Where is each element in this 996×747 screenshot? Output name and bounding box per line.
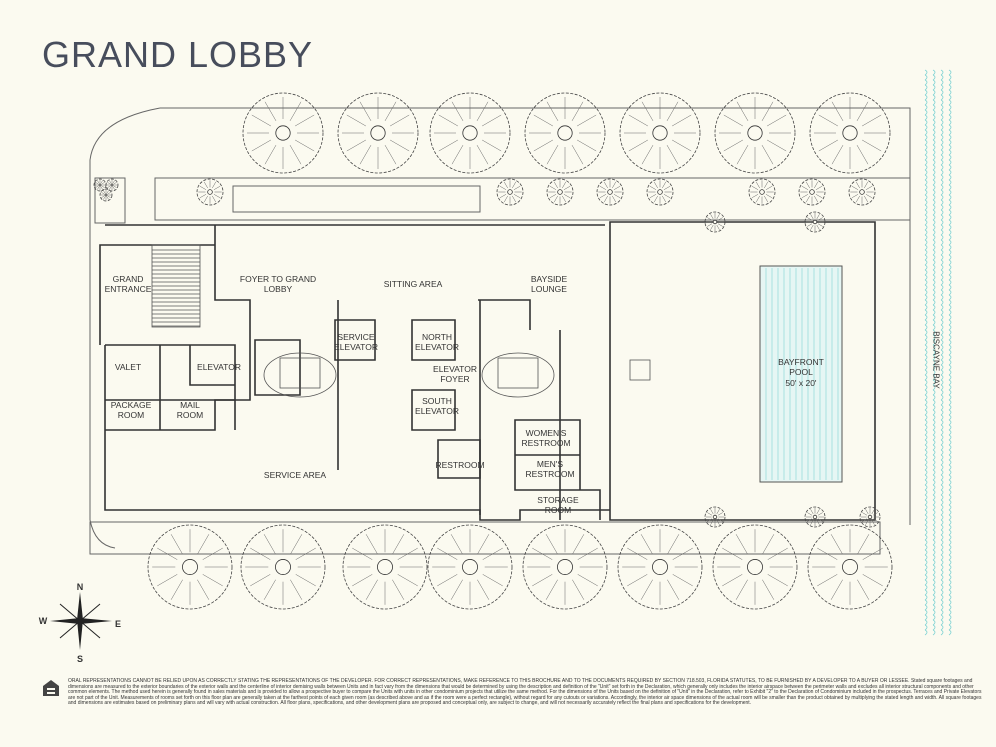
tree-icon bbox=[105, 178, 119, 192]
tree-icon bbox=[546, 178, 574, 206]
tree-icon bbox=[196, 178, 224, 206]
pool-lanes bbox=[765, 268, 839, 480]
tree-icon bbox=[809, 92, 891, 174]
tree-icon bbox=[496, 178, 524, 206]
label-service-area: SERVICE AREA bbox=[263, 470, 327, 480]
label-service-elevator: SERVICE ELEVATOR bbox=[334, 332, 378, 352]
building-walls bbox=[99, 221, 876, 521]
tree-icon bbox=[804, 506, 826, 528]
tree-icon bbox=[704, 506, 726, 528]
legal-disclaimer: ORAL REPRESENTATIONS CANNOT BE RELIED UP… bbox=[68, 678, 982, 707]
compass-west: W bbox=[38, 616, 48, 626]
compass-south: S bbox=[76, 654, 84, 664]
tree-icon bbox=[522, 524, 608, 610]
tree-icon bbox=[427, 524, 513, 610]
label-storage-room: STORAGE ROOM bbox=[537, 495, 579, 515]
tree-icon bbox=[93, 178, 107, 192]
label-elevator-foyer: ELEVATOR FOYER bbox=[433, 364, 477, 384]
label-restroom: RESTROOM bbox=[435, 460, 485, 470]
label-sitting-area: SITTING AREA bbox=[383, 279, 443, 289]
tree-icon bbox=[147, 524, 233, 610]
tree-icon bbox=[859, 506, 881, 528]
tree-icon bbox=[798, 178, 826, 206]
tree-icon bbox=[99, 188, 113, 202]
label-elevator: ELEVATOR bbox=[197, 362, 241, 372]
tree-icon bbox=[342, 524, 428, 610]
tree-icon bbox=[617, 524, 703, 610]
tree-icon bbox=[704, 211, 726, 233]
compass-north: N bbox=[76, 582, 84, 592]
label-north-elevator: NORTH ELEVATOR bbox=[415, 332, 459, 352]
label-biscayne-bay: BISCAYNE BAY bbox=[931, 331, 941, 389]
label-bayside-lounge: BAYSIDE LOUNGE bbox=[530, 274, 568, 294]
compass-east: E bbox=[114, 619, 122, 629]
south-planter bbox=[89, 521, 881, 555]
tree-icon bbox=[337, 92, 419, 174]
label-pool-size: 50' x 20' bbox=[785, 378, 817, 388]
trees bbox=[93, 92, 893, 610]
label-mens-restroom: MEN'S RESTROOM bbox=[525, 459, 575, 479]
label-package-room: PACKAGE ROOM bbox=[110, 400, 152, 420]
tree-icon bbox=[619, 92, 701, 174]
bayfront-pool bbox=[759, 265, 843, 483]
water-waves bbox=[924, 69, 952, 636]
site-outline bbox=[89, 107, 911, 549]
label-pool: BAYFRONT POOL bbox=[778, 357, 824, 377]
label-mail-room: MAIL ROOM bbox=[176, 400, 204, 420]
label-womens-restroom: WOMEN'S RESTROOM bbox=[521, 428, 571, 448]
tree-icon bbox=[712, 524, 798, 610]
compass-icon bbox=[50, 592, 112, 650]
tree-icon bbox=[807, 524, 893, 610]
tree-icon bbox=[429, 92, 511, 174]
tree-icon bbox=[714, 92, 796, 174]
tree-icon bbox=[524, 92, 606, 174]
tree-icon bbox=[240, 524, 326, 610]
tree-icon bbox=[242, 92, 324, 174]
label-valet: VALET bbox=[114, 362, 142, 372]
tree-icon bbox=[804, 211, 826, 233]
label-foyer: FOYER TO GRAND LOBBY bbox=[239, 274, 317, 294]
tree-icon bbox=[848, 178, 876, 206]
tree-icon bbox=[748, 178, 776, 206]
label-grand-entrance: GRAND ENTRANCE bbox=[104, 274, 152, 294]
biscayne-bay-water bbox=[924, 69, 952, 636]
tree-icon bbox=[596, 178, 624, 206]
tree-icon bbox=[646, 178, 674, 206]
north-planter bbox=[154, 177, 911, 221]
page-title: GRAND LOBBY bbox=[42, 34, 314, 75]
label-south-elevator: SOUTH ELEVATOR bbox=[415, 396, 459, 416]
equal-housing-logo bbox=[43, 680, 59, 696]
